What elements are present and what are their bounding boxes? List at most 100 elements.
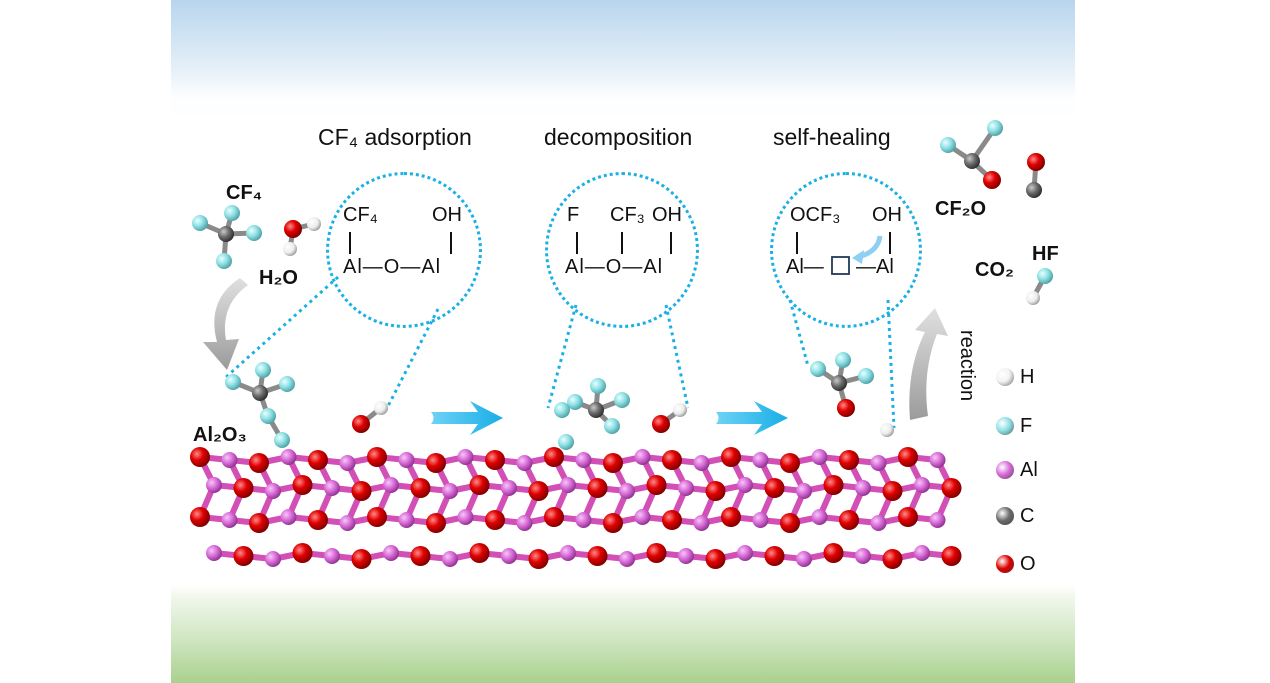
circle3-oh: OH — [872, 204, 902, 226]
aluminum-atom — [752, 512, 769, 528]
oxygen-atom — [308, 450, 328, 470]
oxygen-atom — [284, 220, 302, 238]
oxygen-atom — [721, 447, 741, 467]
oxygen-atom — [941, 546, 962, 566]
legend-label: H — [1020, 366, 1035, 388]
fluorine-atom — [255, 362, 271, 378]
oxygen-atom — [603, 513, 623, 533]
oxygen-atom — [652, 415, 670, 433]
aluminum-atom — [383, 545, 399, 561]
fluorine-atom — [614, 392, 630, 408]
oxygen-atom — [941, 478, 962, 498]
oxygen-atom — [839, 450, 859, 470]
reaction-arrow — [909, 308, 948, 420]
oxygen-atom — [367, 507, 387, 527]
aluminum-atom — [929, 452, 946, 468]
oxygen-atom — [646, 475, 667, 495]
oxygen-atom — [882, 549, 903, 569]
oxygen-atom — [367, 447, 387, 467]
aluminum-atom — [811, 509, 828, 525]
self-healing-circle — [770, 172, 922, 328]
fluorine-atom — [567, 394, 583, 410]
aluminum-atom — [398, 452, 415, 468]
hf-molecule — [1026, 268, 1053, 305]
circle2-cf3: CF₃ — [610, 204, 645, 226]
fluorine-atom — [858, 368, 874, 384]
fluorine-atom — [554, 402, 570, 418]
oxygen-atom — [780, 513, 800, 533]
oxygen-atom — [898, 507, 918, 527]
oxygen-atom — [1027, 153, 1045, 171]
surface-oh-2 — [652, 403, 687, 433]
adsorbed-cf4 — [225, 362, 295, 448]
fluorine-atom — [604, 418, 620, 434]
oxygen-atom — [764, 478, 785, 498]
oxygen-atom — [308, 510, 328, 530]
circle1-al-o-al: Al—O—Al — [343, 256, 442, 278]
oxygen-atom — [190, 447, 210, 467]
molecules — [192, 120, 1053, 450]
oxygen-atom — [351, 481, 372, 501]
al2o3-slab — [190, 447, 962, 569]
oxygen-atom — [837, 399, 855, 417]
fluorine-atom — [279, 376, 295, 392]
legend-atom-icon — [996, 417, 1014, 435]
circle3-al-right: —Al — [856, 256, 894, 278]
reaction-label: reaction — [956, 330, 978, 402]
step-title-adsorption: CF₄ adsorption — [318, 124, 472, 150]
oxygen-atom — [839, 510, 859, 530]
aluminum-atom — [870, 515, 887, 531]
oxygen-atom — [983, 171, 1001, 189]
fluorine-atom — [987, 120, 1003, 136]
fluorine-atom — [246, 225, 262, 241]
oxygen-atom — [485, 450, 505, 470]
aluminum-atom — [737, 477, 753, 493]
oxygen-atom — [662, 510, 682, 530]
h2o-molecule — [283, 217, 321, 256]
oxygen-atom — [544, 447, 564, 467]
process-arrow-2 — [716, 401, 788, 435]
oxygen-atom — [544, 507, 564, 527]
aluminum-atom — [383, 477, 399, 493]
fluorine-atom — [192, 215, 208, 231]
oxygen-atom — [233, 546, 254, 566]
aluminum-atom — [752, 452, 769, 468]
hydrogen-atom — [283, 242, 297, 256]
oxygen-atom — [764, 546, 785, 566]
aluminum-atom — [678, 480, 694, 496]
oxygen-atom — [528, 549, 549, 569]
cf4-molecule — [192, 205, 262, 269]
fluorine-atom — [225, 374, 241, 390]
legend-label: Al — [1020, 459, 1038, 481]
aluminum-atom — [634, 449, 651, 465]
label-al2o3: Al₂O₃ — [193, 424, 247, 446]
aluminum-atom — [929, 512, 946, 528]
aluminum-atom — [457, 509, 474, 525]
carbon-atom — [252, 385, 268, 401]
oxygen-atom — [190, 507, 210, 527]
oxygen-atom — [249, 513, 269, 533]
legend-label: C — [1020, 505, 1035, 527]
aluminum-atom — [280, 449, 297, 465]
fluorine-atom — [835, 352, 851, 368]
circle2-oh: OH — [652, 204, 682, 226]
aluminum-atom — [442, 483, 458, 499]
oxygen-atom — [292, 543, 313, 563]
circle1-cf4: CF₄ — [343, 204, 378, 226]
aluminum-atom — [796, 483, 812, 499]
aluminum-atom — [737, 545, 753, 561]
aluminum-atom — [206, 477, 222, 493]
oxygen-atom — [485, 510, 505, 530]
adsorbed-ocf3 — [810, 352, 894, 437]
oxygen-atom — [351, 549, 372, 569]
cf2o-molecule — [940, 120, 1003, 189]
legend-atom-icon — [996, 461, 1014, 479]
oxygen-atom — [233, 478, 254, 498]
hydrogen-atom — [673, 403, 687, 417]
aluminum-atom — [265, 483, 281, 499]
aluminum-atom — [516, 515, 533, 531]
aluminum-atom — [501, 548, 517, 564]
label-cf2o: CF₂O — [935, 198, 987, 220]
oxygen-atom — [587, 478, 608, 498]
label-h2o: H₂O — [259, 267, 298, 289]
